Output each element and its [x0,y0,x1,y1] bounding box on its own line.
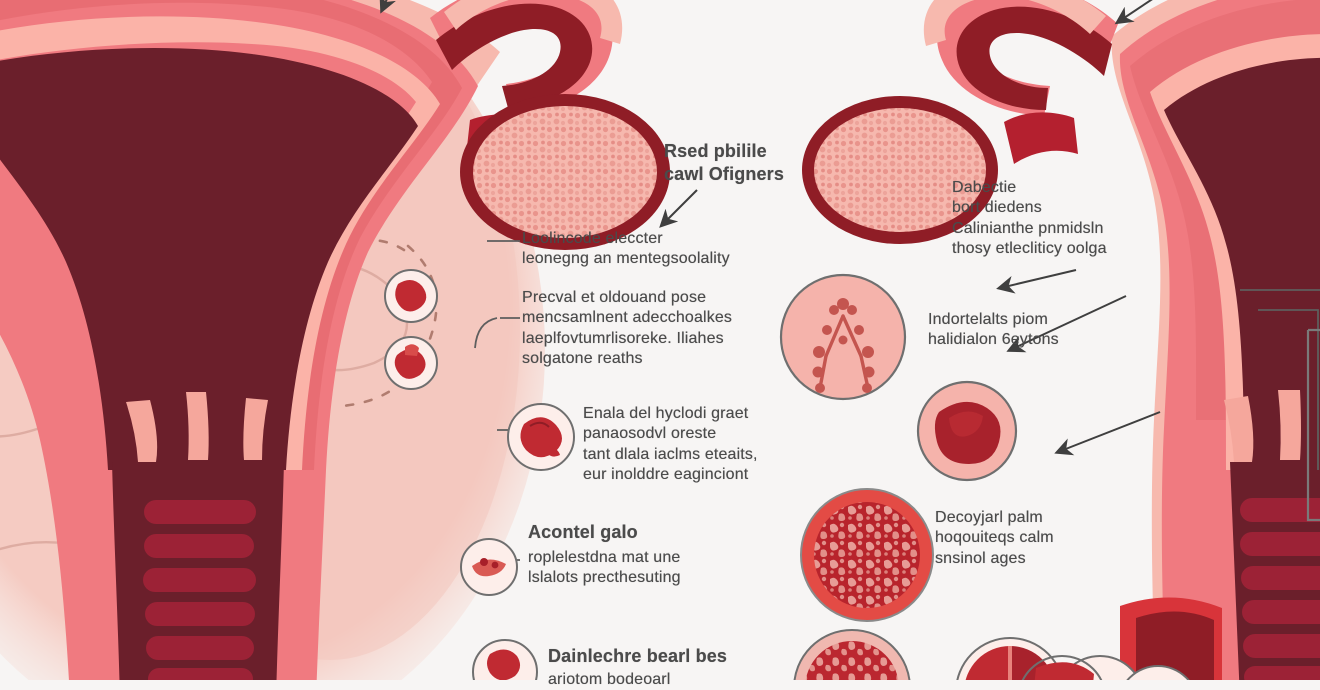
inset-follicle-small-lower [384,336,438,390]
label-inset-corpus-luteum: Enala del hyclodi graet panaosodvl orest… [583,405,758,484]
label-right-block-implantation: Indortelalts piom halidialon 6eytons [928,311,1059,349]
label-body-acontel: roplelestdna mat une lslalots precthesut… [528,549,681,587]
inset-bottom-small [472,639,538,680]
label-right-block-diabetes: Dabectie bort diedens Calinianthe pnmids… [952,179,1107,258]
inset-arc-bottom-right [1021,597,1222,680]
arrow-pointers [379,0,1161,456]
inset-tissue-lower-left [793,629,911,680]
label-heading-acontel: Acontel galo [528,522,638,542]
inset-follicle-small-upper [384,269,438,323]
inset-follicle-cluster [779,273,907,401]
label-right-block-decidual: Decoyjarl palm hoqouiteqs calm snsinol a… [935,509,1054,567]
label-body-cycle-phases: Precval et oldouand pose mencsamlnent ad… [522,289,733,368]
inset-corpus-luteum [507,403,575,471]
inset-blood-clot [916,380,1018,482]
label-body-ovary-function: Loolincode eleccter leonegng an mentegso… [522,230,730,268]
right-frame-box [1306,328,1320,522]
inset-tissue-mid [460,538,518,596]
label-body-bottom: ariotom bodeoarl [548,671,671,688]
label-heading-bottom: Dainlechre bearl bes [548,646,728,666]
label-heading-bladder: Rsed pbilile cawl Ofigners [664,141,784,185]
inset-endometrial-tissue [800,488,934,622]
